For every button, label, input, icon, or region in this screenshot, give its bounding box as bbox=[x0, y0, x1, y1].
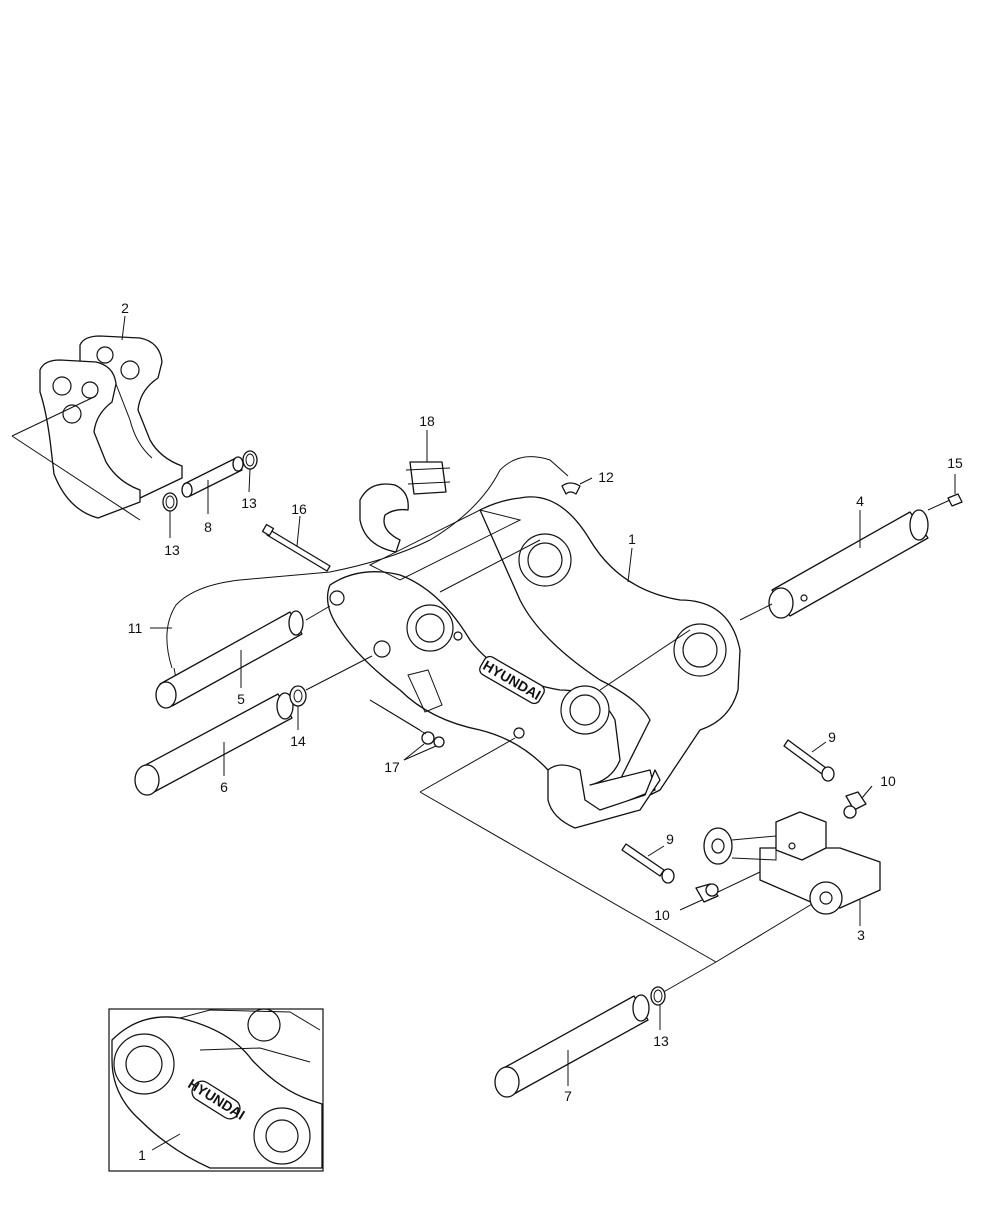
part-15-grease-fitting bbox=[927, 474, 963, 511]
part-8-pin bbox=[181, 456, 244, 514]
callout-9-lower: 9 bbox=[666, 831, 674, 847]
part-4-main-pin bbox=[739, 509, 929, 621]
callout-6: 6 bbox=[220, 779, 228, 795]
callout-14: 14 bbox=[290, 733, 306, 749]
callout-15: 15 bbox=[947, 455, 963, 471]
part-9-hose-fitting-upper bbox=[783, 739, 835, 782]
part-14-ring bbox=[289, 655, 373, 730]
callout-7: 7 bbox=[564, 1088, 572, 1104]
assembly-leaders bbox=[419, 737, 717, 995]
part-10-elbow-upper bbox=[843, 785, 873, 819]
part-16-bolt bbox=[261, 515, 331, 572]
callout-labels: 2 18 12 15 4 1 16 13 8 13 11 5 14 6 17 9… bbox=[121, 300, 963, 1163]
callout-11: 11 bbox=[128, 620, 143, 636]
callout-13-upper-right: 13 bbox=[241, 495, 257, 511]
part-12-clip bbox=[561, 477, 593, 495]
part-6-pin bbox=[134, 692, 294, 796]
callout-17: 17 bbox=[384, 759, 400, 775]
callout-13-lower: 13 bbox=[653, 1033, 669, 1049]
callout-13-upper-left: 13 bbox=[164, 542, 180, 558]
callout-5: 5 bbox=[237, 691, 245, 707]
part-13-rings-upper bbox=[162, 450, 258, 538]
part-3-cylinder bbox=[703, 811, 881, 963]
callout-8: 8 bbox=[204, 519, 212, 535]
detail-inset: HYUNDAI bbox=[108, 1008, 324, 1172]
callout-10-upper: 10 bbox=[880, 773, 896, 789]
part-13-ring-lower bbox=[650, 986, 666, 1030]
callout-1: 1 bbox=[628, 531, 636, 547]
part-18-bracket bbox=[405, 430, 451, 495]
callout-2: 2 bbox=[121, 300, 129, 316]
part-17-nuts bbox=[369, 699, 445, 761]
callout-16: 16 bbox=[291, 501, 307, 517]
part-5-pin bbox=[155, 605, 331, 709]
callout-10-lower: 10 bbox=[654, 907, 670, 923]
callout-4: 4 bbox=[856, 493, 864, 509]
callout-1-detail: 1 bbox=[138, 1147, 146, 1163]
part-7-pin bbox=[494, 994, 650, 1098]
part-1-coupler-body: HYUNDAI bbox=[326, 483, 741, 829]
callout-9-upper: 9 bbox=[828, 729, 836, 745]
part-2-side-plates bbox=[11, 315, 183, 521]
callout-3: 3 bbox=[857, 927, 865, 943]
callout-18: 18 bbox=[419, 413, 435, 429]
part-10-elbow-lower bbox=[679, 871, 761, 911]
part-9-hose-fitting-lower bbox=[621, 843, 675, 884]
callout-12: 12 bbox=[598, 469, 614, 485]
